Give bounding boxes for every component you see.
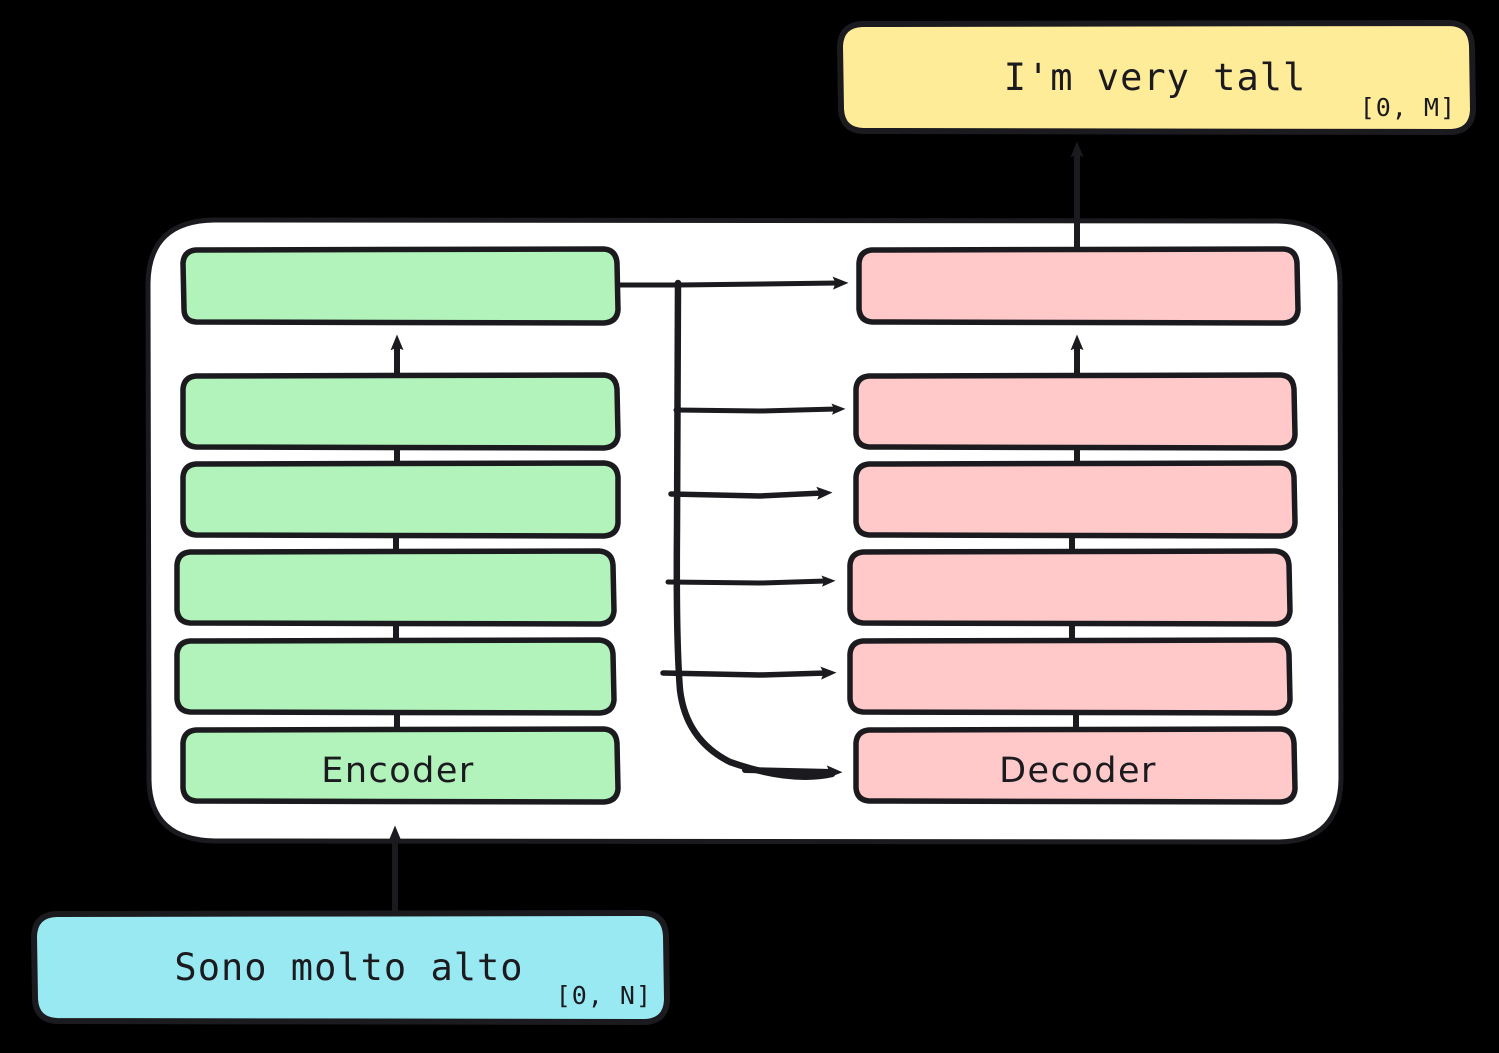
- bus-arrow-2: [660, 666, 837, 680]
- bus-arrow-6: [615, 276, 849, 290]
- input-box[interactable]: [31, 910, 670, 1025]
- encoder-stack: [174, 246, 621, 805]
- decoder-layer-2[interactable]: [847, 637, 1293, 716]
- bus-arrow-3: [665, 575, 836, 587]
- decoder-layer-6[interactable]: [856, 246, 1301, 326]
- bus-trunk: [673, 279, 836, 780]
- encoder-label: Encoder: [321, 751, 475, 791]
- bus-arrow-4: [668, 486, 833, 500]
- decoder-stack: [847, 246, 1301, 805]
- encoder-layer-5[interactable]: [180, 372, 621, 451]
- encoder-layer-1[interactable]: [180, 726, 621, 805]
- encoder-decoder-bus: [615, 276, 849, 780]
- input-box-range: [0, N]: [555, 981, 652, 1010]
- output-box-range: [0, M]: [1359, 93, 1456, 122]
- bus-arrow-5: [673, 403, 846, 415]
- decoder-layer-1[interactable]: [853, 726, 1298, 805]
- encoder-layer-4[interactable]: [180, 460, 621, 539]
- output-box-text: I'm very tall: [1003, 56, 1307, 99]
- decoder-label: Decoder: [999, 751, 1157, 791]
- encoder-layer-3[interactable]: [174, 548, 617, 627]
- decoder-layer-4[interactable]: [853, 460, 1298, 539]
- output-box[interactable]: [837, 20, 1476, 135]
- bus-arrow-1: [742, 765, 843, 779]
- encoder-layer-2[interactable]: [174, 637, 617, 716]
- encoder-layer-6[interactable]: [180, 246, 621, 326]
- input-box-text: Sono molto alto: [174, 946, 524, 989]
- decoder-layer-3[interactable]: [847, 548, 1293, 627]
- decoder-layer-5[interactable]: [853, 372, 1298, 451]
